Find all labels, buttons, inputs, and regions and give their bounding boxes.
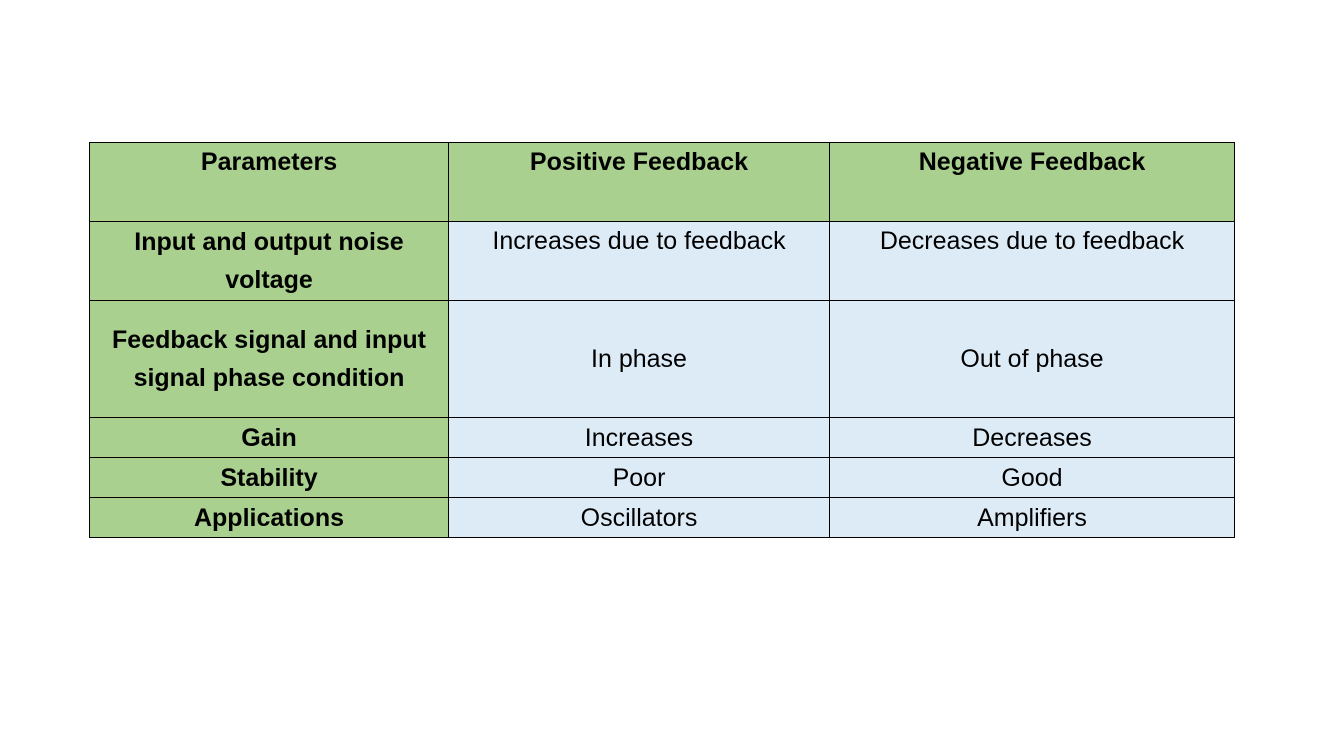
table-row: Gain Increases Decreases	[89, 417, 1235, 458]
row-negative: Out of phase	[829, 300, 1235, 418]
row-negative: Decreases due to feedback	[829, 221, 1235, 301]
row-negative: Good	[829, 457, 1235, 498]
table-row: Stability Poor Good	[89, 457, 1235, 498]
header-row: Parameters Positive Feedback Negative Fe…	[89, 142, 1235, 222]
header-positive-feedback: Positive Feedback	[448, 142, 830, 222]
row-negative: Amplifiers	[829, 497, 1235, 538]
table-row: Input and output noise voltage Increases…	[89, 221, 1235, 301]
row-parameter: Input and output noise voltage	[89, 221, 449, 301]
row-negative: Decreases	[829, 417, 1235, 458]
row-parameter: Feedback signal and input signal phase c…	[89, 300, 449, 418]
header-negative-feedback: Negative Feedback	[829, 142, 1235, 222]
row-positive: In phase	[448, 300, 830, 418]
row-positive: Poor	[448, 457, 830, 498]
table-row: Applications Oscillators Amplifiers	[89, 497, 1235, 538]
row-positive: Increases due to feedback	[448, 221, 830, 301]
table-row: Feedback signal and input signal phase c…	[89, 300, 1235, 418]
row-parameter: Applications	[89, 497, 449, 538]
comparison-table: Parameters Positive Feedback Negative Fe…	[89, 142, 1235, 538]
row-positive: Oscillators	[448, 497, 830, 538]
row-parameter: Stability	[89, 457, 449, 498]
row-positive: Increases	[448, 417, 830, 458]
row-parameter: Gain	[89, 417, 449, 458]
header-parameters: Parameters	[89, 142, 449, 222]
